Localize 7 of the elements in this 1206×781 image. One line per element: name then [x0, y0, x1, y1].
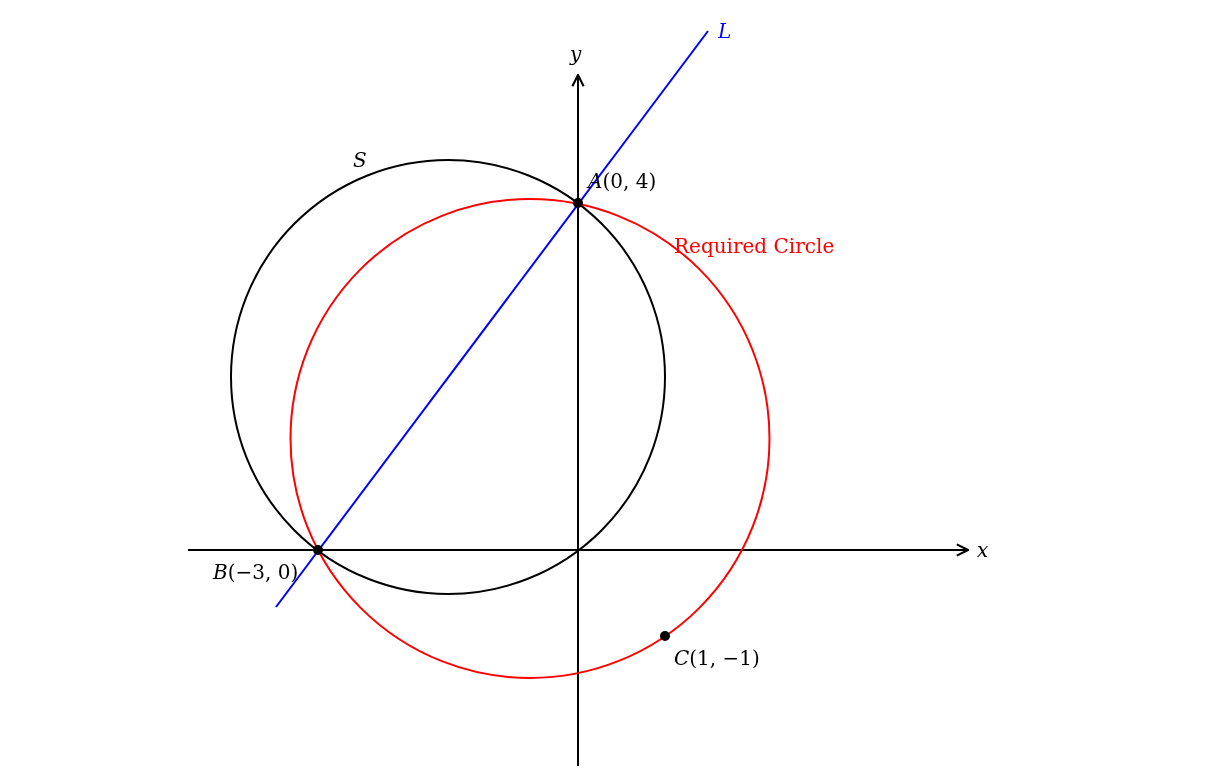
line-label: L — [718, 21, 732, 41]
point-label: C(1, −1) — [674, 648, 760, 668]
curve-label: Required Circle — [674, 236, 835, 256]
axis-label: x — [977, 540, 989, 560]
point-label: B(−3, 0) — [213, 562, 299, 582]
curve-label: S — [353, 150, 367, 170]
axis-label: y — [570, 44, 582, 64]
